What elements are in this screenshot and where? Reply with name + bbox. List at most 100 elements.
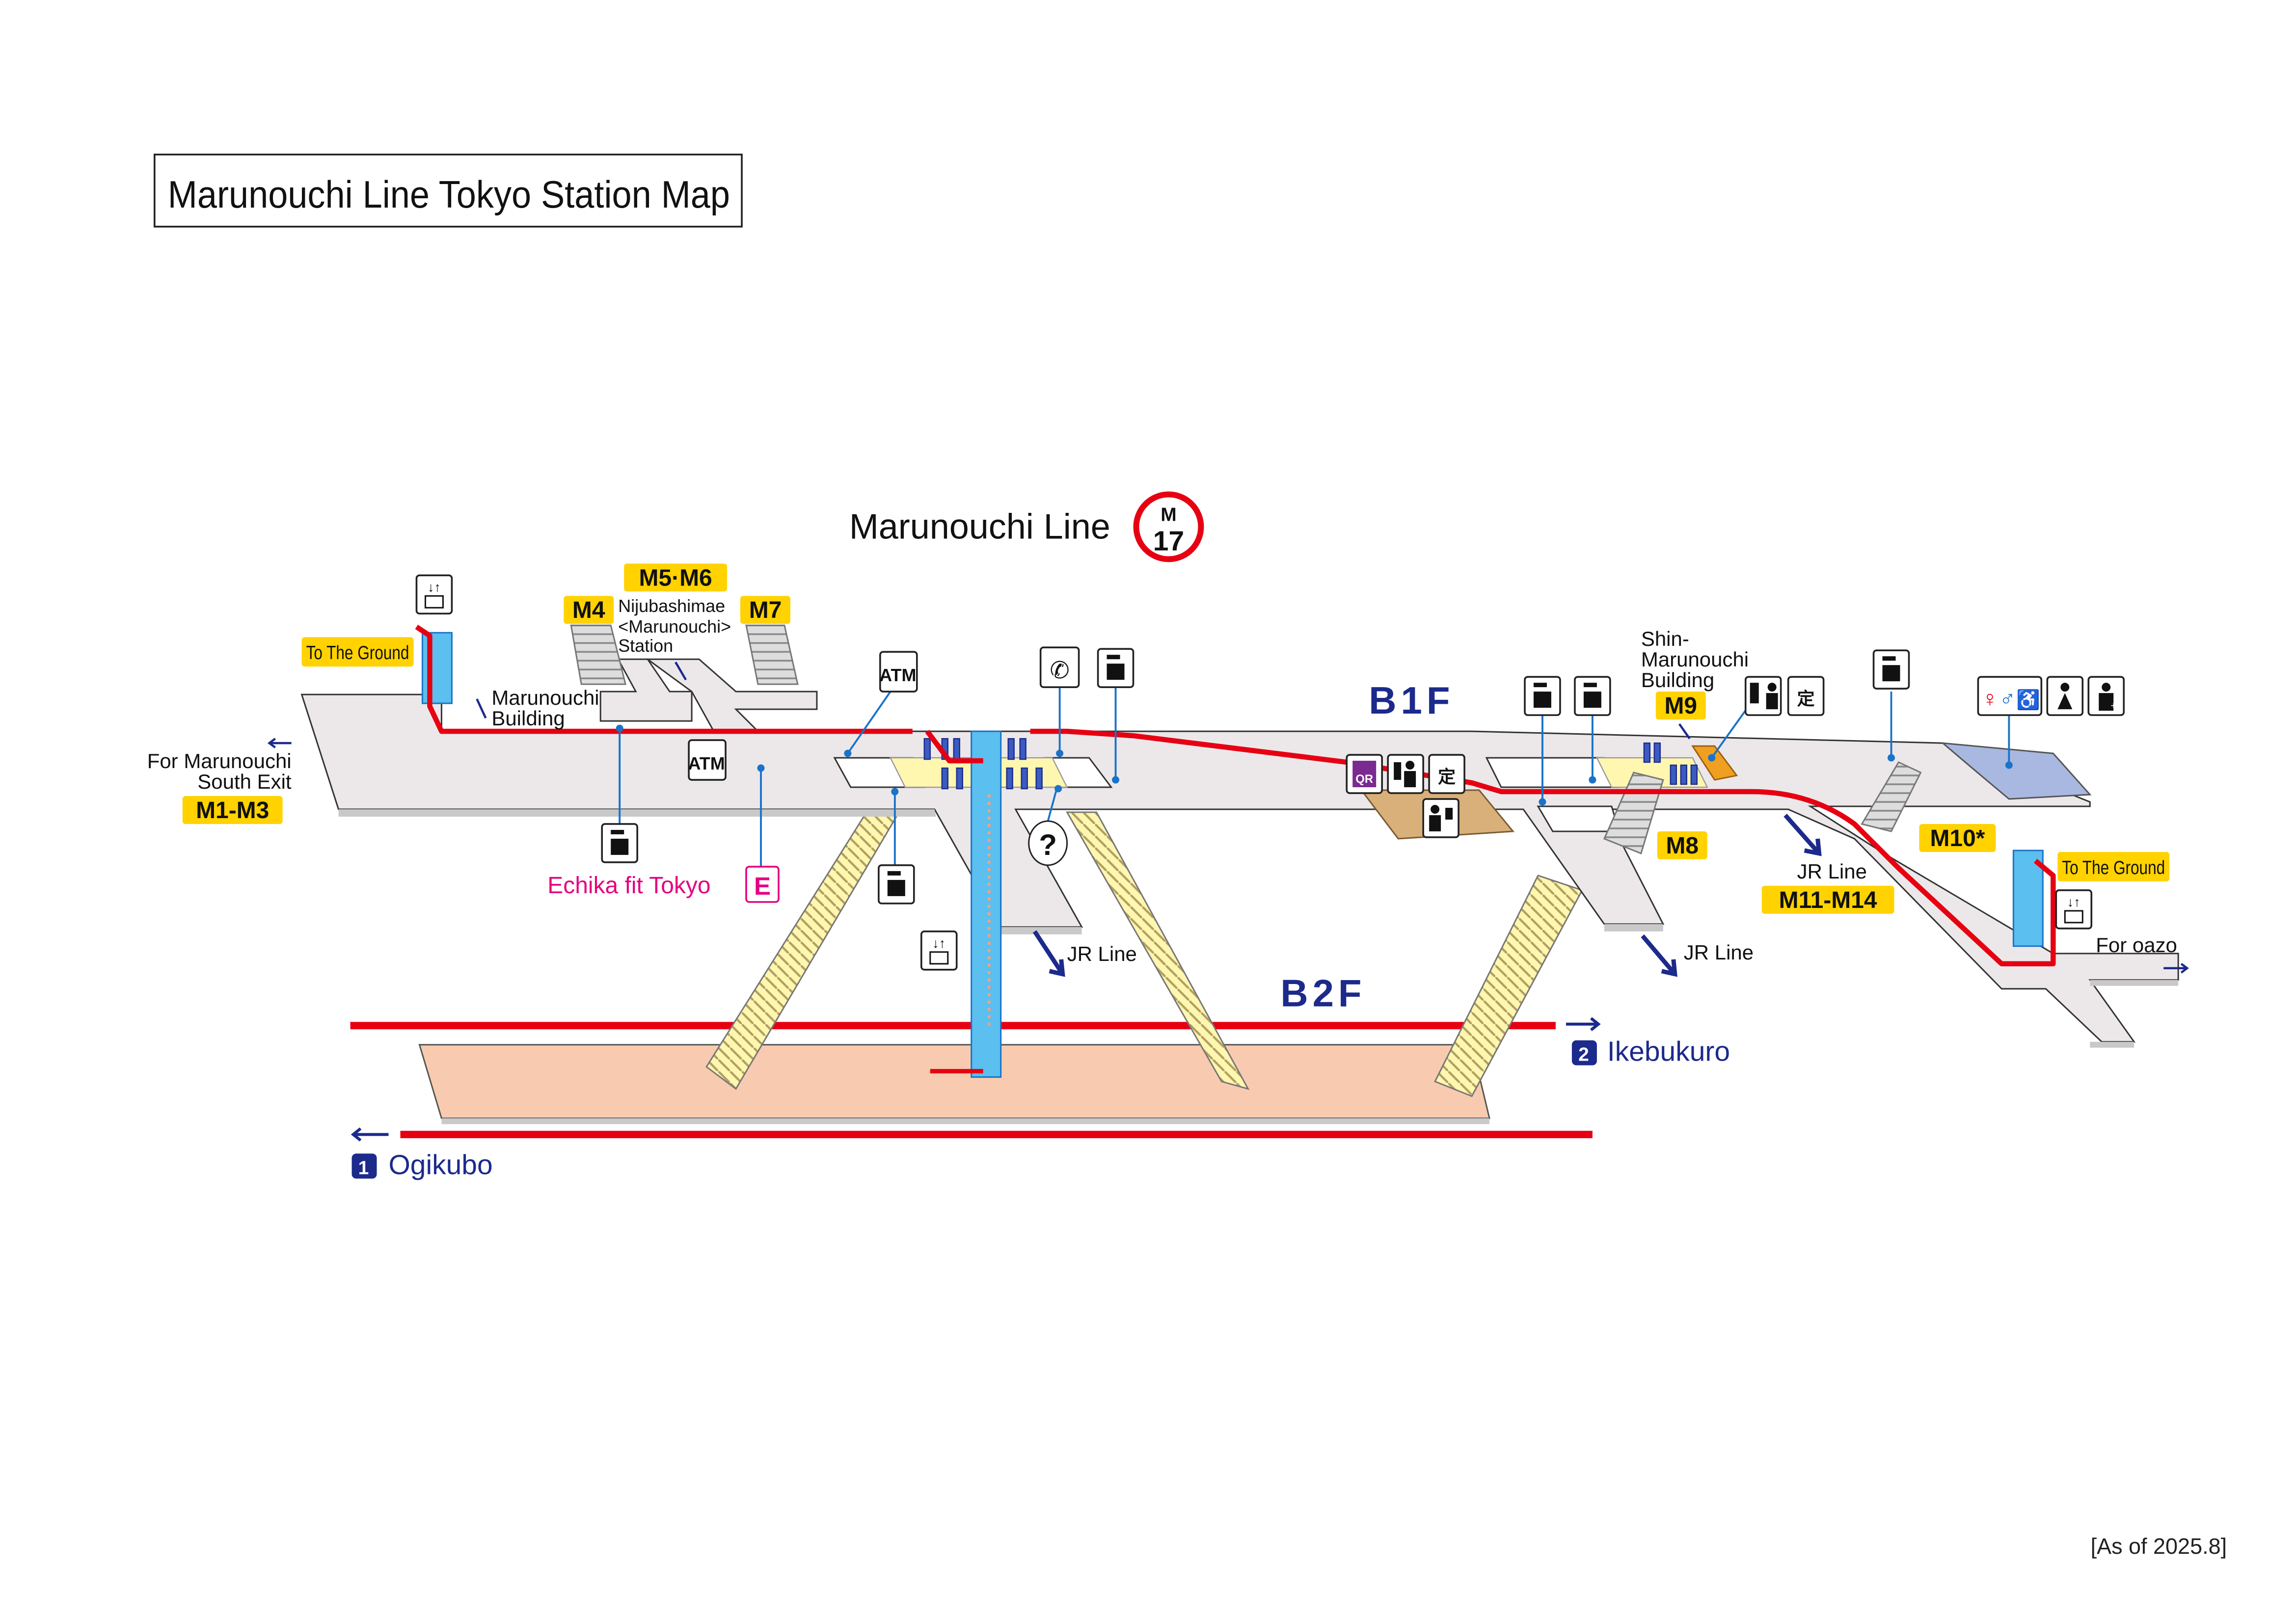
restroom-area — [1940, 742, 2092, 800]
svg-text:ATM: ATM — [688, 753, 725, 773]
svg-text:M: M — [1161, 504, 1176, 525]
information-icon: ? — [1028, 820, 1068, 866]
b2f-platform — [418, 1044, 1490, 1124]
svg-text:Echika fit Tokyo: Echika fit Tokyo — [547, 873, 710, 899]
for-oazo-label: For oazo — [2096, 933, 2177, 957]
svg-text:M8: M8 — [1666, 833, 1699, 859]
jr-line-label: JR Line — [1067, 942, 1137, 965]
leader-lines — [616, 687, 2013, 868]
svg-text:♀: ♀ — [1982, 686, 1999, 711]
echika-fit-tokyo: Echika fit Tokyo E — [547, 866, 780, 903]
stairs-exit-m7 — [745, 624, 799, 685]
elevator-west — [421, 632, 453, 704]
ticket-gates — [923, 738, 1698, 790]
exit-label-m5-m6: M5·M6 — [624, 563, 728, 592]
elevator-center — [971, 730, 1002, 1078]
stairs-exit-m10 — [1861, 761, 1922, 832]
arrow-up-icon — [1678, 723, 1691, 740]
arrow-left-icon — [267, 738, 292, 748]
svg-text:17: 17 — [1153, 525, 1184, 557]
svg-text:+: + — [2110, 700, 2116, 712]
coin-locker-icon — [1872, 649, 1910, 690]
marunouchi-building-label-2: Building — [491, 707, 565, 730]
svg-text:ATM: ATM — [879, 665, 916, 685]
shin-marunouchi-label: Shin- — [1641, 627, 1689, 650]
svg-text:✆: ✆ — [1050, 658, 1070, 684]
elevator-icon: ↓↑ — [415, 574, 453, 615]
qr-ticket-machine-icon: QR — [1346, 754, 1383, 794]
exit-label-m11-m14: M11-M14 — [1761, 885, 1894, 914]
svg-text:M10*: M10* — [1930, 825, 1985, 851]
shin-marunouchi-label-3: Building — [1641, 668, 1714, 692]
exit-label-m9: M9 — [1655, 692, 1706, 720]
stairs-exit-m4 — [570, 624, 627, 685]
jr-line-label: JR Line — [1684, 941, 1754, 964]
svg-text:M9: M9 — [1664, 693, 1697, 719]
for-south-exit-label-2: South Exit — [197, 770, 292, 793]
svg-text:To The Ground: To The Ground — [2062, 857, 2165, 878]
atm-icon: ATM — [879, 651, 918, 692]
b1f-concourse — [300, 658, 2179, 1048]
barrier-free-route-line — [415, 624, 2056, 967]
svg-text:E: E — [754, 872, 771, 900]
nijubashimae-label-3: Station — [618, 636, 673, 656]
station-office-icon — [1422, 798, 1459, 838]
restroom-icon: ♀♂♿ — [1977, 676, 2043, 716]
marunouchi-building-label: Marunouchi — [491, 686, 599, 709]
svg-text:Ogikubo: Ogikubo — [388, 1149, 492, 1181]
coin-locker-icon — [1097, 648, 1134, 688]
jr-line-label: JR Line — [1797, 860, 1867, 883]
exit-label-m7: M7 — [740, 596, 790, 624]
ticket-office — [1691, 745, 1738, 781]
arrow-up-icon — [476, 698, 487, 719]
elevator-icon: ↓↑ — [2055, 889, 2093, 930]
svg-text:定: 定 — [1797, 689, 1815, 709]
svg-text:QR: QR — [1355, 772, 1373, 786]
svg-text:↓↑: ↓↑ — [2067, 895, 2080, 909]
jr-line-arrow-icon — [1032, 930, 1065, 977]
elevator-east — [2012, 850, 2044, 947]
atm-icon: ATM — [688, 739, 727, 781]
as-of-date: [As of 2025.8] — [2091, 1534, 2227, 1559]
nijubashimae-label-2: <Marunouchi> — [618, 616, 731, 637]
stairs-b2f-east — [1434, 875, 1584, 1097]
jr-line-arrow-icon — [1783, 814, 1822, 856]
to-ground-label-east: To The Ground — [2057, 851, 2170, 881]
arrow-up-icon — [675, 662, 687, 681]
elevator-icon: ↓↑ — [920, 931, 958, 971]
coin-locker-icon — [1574, 676, 1611, 716]
svg-text:To The Ground: To The Ground — [306, 642, 409, 664]
to-ground-label-west: To The Ground — [301, 637, 414, 667]
svg-text:↓↑: ↓↑ — [428, 580, 441, 594]
coin-locker-icon — [1524, 676, 1561, 716]
exit-label-m8: M8 — [1657, 831, 1707, 859]
svg-text:M7: M7 — [749, 597, 782, 623]
svg-text:↓↑: ↓↑ — [932, 936, 945, 951]
public-phone-icon: ✆ — [1039, 646, 1080, 688]
coin-locker-icon — [878, 864, 915, 905]
baby-changing-icon — [2046, 676, 2084, 716]
svg-text:1: 1 — [358, 1158, 369, 1179]
coin-locker-icon — [601, 823, 638, 863]
arrow-right-icon — [2163, 963, 2189, 974]
floor-label-b1f: B1F — [1369, 679, 1454, 722]
ostomate-icon: + — [2087, 676, 2125, 716]
svg-text:定: 定 — [1438, 767, 1456, 787]
svg-text:M5·M6: M5·M6 — [639, 565, 712, 591]
exit-label-m10: M10* — [1919, 824, 1996, 852]
map-title: Marunouchi Line Tokyo Station Map — [153, 154, 743, 228]
svg-text:M11-M14: M11-M14 — [1779, 887, 1877, 913]
exit-label-m4: M4 — [564, 596, 614, 624]
commuter-pass-machine-icon: 定 — [1428, 754, 1465, 794]
svg-text:M1-M3: M1-M3 — [196, 798, 269, 824]
station-number-badge: M 17 — [1133, 491, 1204, 562]
jr-line-arrow-icon — [1641, 934, 1677, 977]
commuter-pass-machine-icon: 定 — [1787, 676, 1825, 716]
svg-text:2: 2 — [1578, 1044, 1589, 1065]
fare-adjustment-icon — [1387, 754, 1424, 794]
svg-text:M4: M4 — [572, 597, 605, 623]
svg-text:?: ? — [1039, 828, 1057, 861]
exit-label-m1-m3: M1-M3 — [182, 796, 283, 824]
shin-marunouchi-label-2: Marunouchi — [1641, 648, 1749, 671]
